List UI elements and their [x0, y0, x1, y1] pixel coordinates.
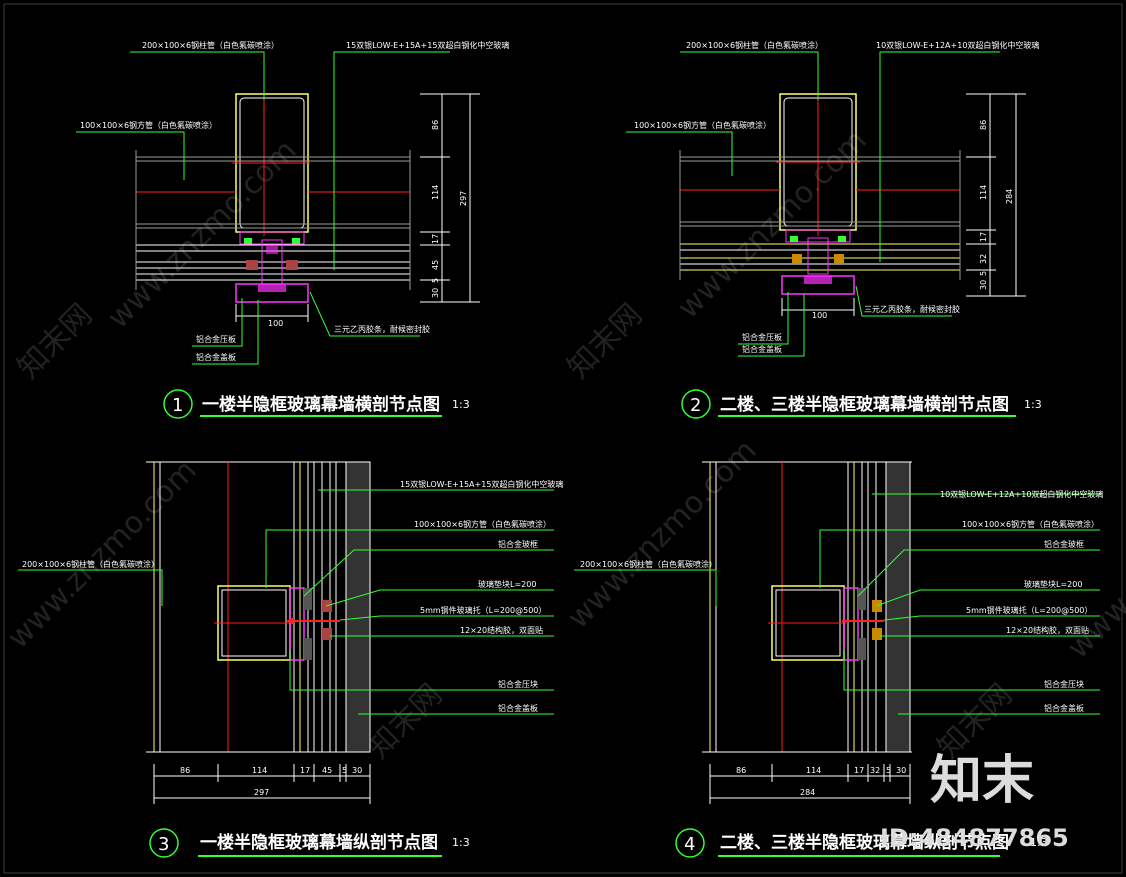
dim-114: 114 — [431, 185, 440, 200]
dim-86: 86 — [431, 120, 440, 130]
dim-total: 284 — [1005, 189, 1014, 204]
detail-number: 3 — [158, 834, 169, 855]
brand-id: ID:484877865 — [880, 824, 1069, 852]
label-bracket: 5mm钢件玻璃托（L=200@500） — [420, 605, 546, 615]
label-block: 12×20结构胶，双面贴 — [460, 625, 543, 635]
label-seal: 三元乙丙胶条，耐候密封胶 — [864, 304, 960, 314]
dim-17: 17 — [979, 232, 988, 242]
label-glass: 10双银LOW-E+12A+10双超白钢化中空玻璃 — [876, 40, 1039, 50]
label-glass: 15双银LOW-E+15A+15双超白钢化中空玻璃 — [400, 479, 563, 489]
detail-scale: 1:3 — [1030, 836, 1048, 849]
detail-scale: 1:3 — [1024, 398, 1042, 411]
dim-86: 86 — [979, 120, 988, 130]
label-cover: 铝合金盖板 — [1044, 703, 1084, 713]
label-square-tube: 100×100×6钢方管（白色氟碳喷涂） — [414, 519, 551, 529]
label-glass: 15双银LOW-E+15A+15双超白钢化中空玻璃 — [346, 40, 509, 50]
label-frame: 铝合金玻框 — [1044, 539, 1084, 549]
detail-scale: 1:3 — [452, 398, 470, 411]
dim-45: 45 — [322, 766, 332, 775]
label-pressure: 铝合金压块 — [1044, 679, 1084, 689]
dim-45: 45 — [431, 260, 440, 270]
wall-fill — [345, 461, 371, 753]
detail-title: 二楼、三楼半隐框玻璃幕墙横剖节点图 — [720, 394, 1009, 415]
dim-86: 86 — [736, 766, 746, 775]
dim-width: 100 — [812, 311, 827, 320]
label-square-tube: 100×100×6钢方管（白色氟碳喷涂） — [634, 120, 771, 130]
label-pressure: 铝合金压块 — [498, 679, 538, 689]
dim-total: 297 — [459, 191, 468, 206]
dim-5: 5 — [979, 271, 988, 276]
label-block: 12×20结构胶，双面贴 — [1006, 625, 1089, 635]
label-steel-column: 200×100×6钢柱管（白色氟碳喷涂） — [142, 40, 279, 50]
detail-title: 二楼、三楼半隐框玻璃幕墙纵剖节点图 — [720, 832, 1009, 853]
detail-4: 86 114 17 32 5 30 284 10双银LOW-E+12A+10双超… — [574, 461, 1103, 858]
label-frame: 铝合金玻框 — [498, 539, 538, 549]
label-pressure-plate: 铝合金压板 — [196, 334, 236, 344]
detail-number: 1 — [172, 395, 183, 416]
dim-5: 5 — [342, 766, 347, 775]
detail-3: 86 114 17 45 5 30 297 15双银LOW-E+15A+15双超… — [18, 461, 563, 858]
detail-number: 2 — [690, 395, 701, 416]
dim-width: 100 — [268, 319, 283, 328]
label-pressure-plate: 铝合金压板 — [742, 332, 782, 342]
dim-17: 17 — [431, 234, 440, 244]
label-steel-column: 200×100×6钢柱管（白色氟碳喷涂） — [580, 559, 717, 569]
dim-total: 284 — [800, 788, 815, 797]
detail-2: 86 114 17 32 30 5 284 100 200×100×6钢柱管（白… — [626, 40, 1042, 419]
label-pad: 玻璃垫块L=200 — [478, 579, 536, 589]
label-cover: 铝合金盖板 — [498, 703, 538, 713]
detail-number: 4 — [684, 834, 695, 855]
wall-fill — [885, 461, 911, 753]
detail-title: 一楼半隐框玻璃幕墙纵剖节点图 — [200, 832, 438, 853]
detail-1: 86 114 17 45 30 5 297 100 200×100×6钢柱管（白… — [76, 40, 509, 419]
label-cover-plate: 铝合金盖板 — [742, 344, 782, 354]
dim-30: 30 — [352, 766, 362, 775]
dim-total: 297 — [254, 788, 269, 797]
detail-title: 一楼半隐框玻璃幕墙横剖节点图 — [202, 394, 440, 415]
dim-30: 30 — [979, 280, 988, 290]
dim-5: 5 — [431, 278, 440, 283]
dim-114: 114 — [252, 766, 267, 775]
dim-86: 86 — [180, 766, 190, 775]
label-pad: 玻璃垫块L=200 — [1024, 579, 1082, 589]
label-seal: 三元乙丙胶条，耐候密封胶 — [334, 324, 430, 334]
label-glass: 10双银LOW-E+12A+10双超白钢化中空玻璃 — [940, 489, 1103, 499]
dim-30: 30 — [431, 288, 440, 298]
dim-32: 32 — [870, 766, 880, 775]
dim-114: 114 — [806, 766, 821, 775]
dim-17: 17 — [854, 766, 864, 775]
dim-17: 17 — [300, 766, 310, 775]
detail-scale: 1:3 — [452, 836, 470, 849]
label-cover-plate: 铝合金盖板 — [196, 352, 236, 362]
dim-30: 30 — [896, 766, 906, 775]
label-steel-column: 200×100×6钢柱管（白色氟碳喷涂） — [686, 40, 823, 50]
dim-5: 5 — [886, 766, 891, 775]
label-square-tube: 100×100×6钢方管（白色氟碳喷涂） — [80, 120, 217, 130]
label-bracket: 5mm钢件玻璃托（L=200@500） — [966, 605, 1092, 615]
label-square-tube: 100×100×6钢方管（白色氟碳喷涂） — [962, 519, 1099, 529]
brand-logo: 知末 — [930, 751, 1034, 811]
dim-114: 114 — [979, 185, 988, 200]
dim-32: 32 — [979, 254, 988, 264]
label-steel-column: 200×100×6钢柱管（白色氟碳喷涂） — [22, 559, 159, 569]
